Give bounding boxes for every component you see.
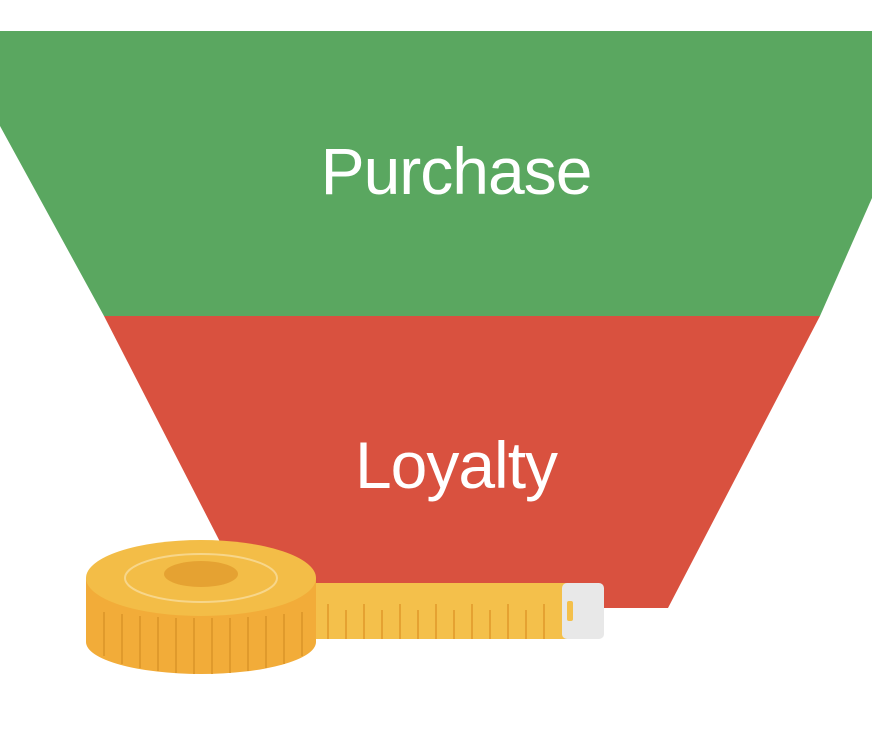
tape-measure-icon	[86, 540, 604, 674]
funnel-stage-loyalty	[104, 316, 820, 608]
stage-label-purchase: Purchase	[320, 134, 593, 208]
funnel-stage-purchase	[0, 31, 872, 316]
stage-label-loyalty: Loyalty	[354, 428, 558, 502]
